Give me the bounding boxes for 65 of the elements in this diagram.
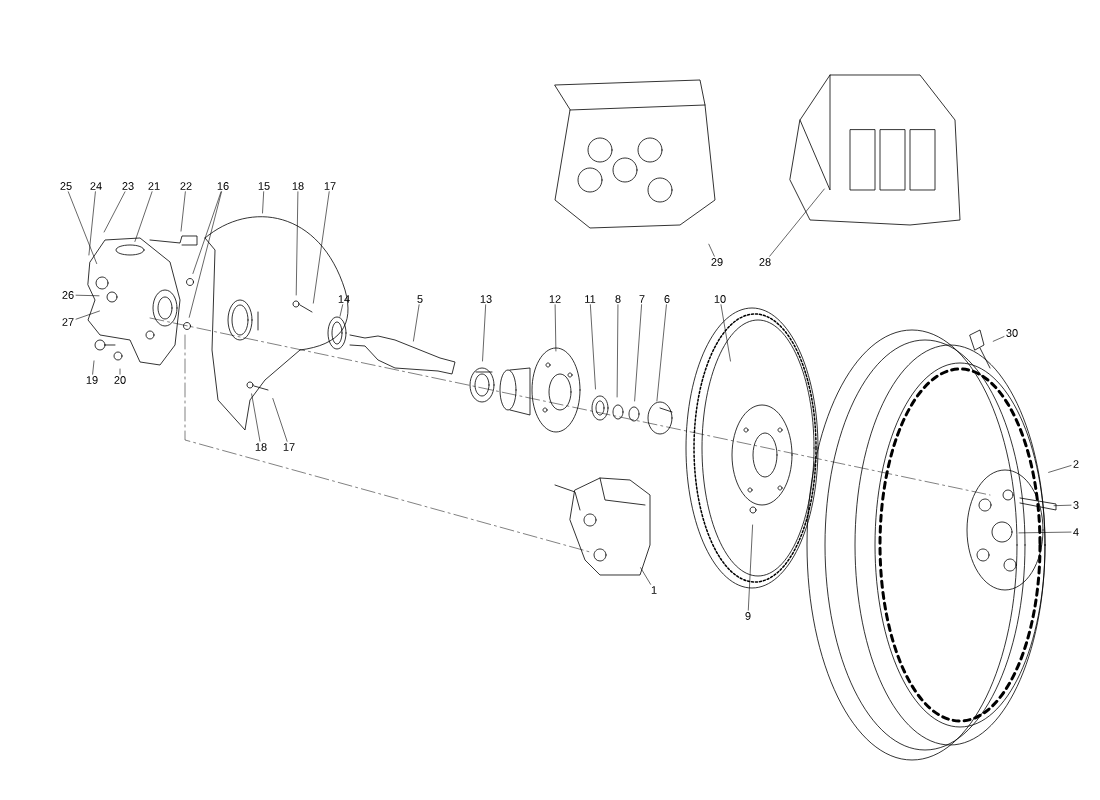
leader-line — [68, 191, 97, 264]
callout-number: 27 — [62, 318, 74, 326]
leader-line — [192, 191, 222, 274]
callout-number: 7 — [639, 295, 645, 303]
callout-number: 18 — [255, 443, 267, 451]
callout-number: 20 — [114, 376, 126, 384]
callout-number: 28 — [759, 258, 771, 266]
leader-line — [75, 310, 100, 320]
leader-line — [339, 304, 343, 317]
leader-line — [720, 304, 731, 362]
callout-number: 16 — [217, 182, 229, 190]
leader-line — [413, 304, 420, 342]
callout-number: 22 — [180, 182, 192, 190]
callout-number: 23 — [122, 182, 134, 190]
callout-number: 15 — [258, 182, 270, 190]
leader-line — [92, 360, 95, 375]
leader-line — [75, 294, 100, 297]
leader-line — [656, 304, 667, 402]
leader-line — [769, 188, 825, 257]
callout-number: 1 — [651, 586, 657, 594]
callout-number: 18 — [292, 182, 304, 190]
callout-number: 10 — [714, 295, 726, 303]
leader-line — [992, 336, 1005, 342]
leader-line — [88, 191, 96, 256]
leader-line — [262, 191, 264, 214]
callout-number: 8 — [615, 295, 621, 303]
leader-line — [295, 191, 299, 296]
callout-number: 14 — [338, 295, 350, 303]
leader-line — [272, 398, 288, 442]
callout-number: 19 — [86, 376, 98, 384]
callout-number: 13 — [480, 295, 492, 303]
leader-line — [180, 191, 186, 232]
callout-number: 12 — [549, 295, 561, 303]
leader-line — [1018, 531, 1072, 534]
callout-number: 24 — [90, 182, 102, 190]
leader-line — [708, 243, 715, 257]
leader-line — [251, 393, 261, 442]
leader-line — [1048, 465, 1072, 473]
callout-number: 30 — [1006, 329, 1018, 337]
callout-number: 21 — [148, 182, 160, 190]
callout-number: 25 — [60, 182, 72, 190]
leader-line — [134, 191, 153, 242]
leader-line — [554, 304, 557, 352]
callout-number: 26 — [62, 291, 74, 299]
leader-line — [188, 191, 222, 318]
callout-number: 6 — [664, 295, 670, 303]
callout-number: 3 — [1073, 501, 1079, 509]
leader-line — [748, 524, 753, 611]
leader-line — [590, 304, 596, 390]
leader-line — [103, 191, 126, 233]
callout-number: 29 — [711, 258, 723, 266]
leader-line — [482, 304, 486, 362]
callout-number: 17 — [283, 443, 295, 451]
callout-number: 4 — [1073, 528, 1079, 536]
leader-line — [616, 304, 619, 398]
leader-line — [119, 368, 121, 375]
callout-number: 2 — [1073, 460, 1079, 468]
callout-number: 5 — [417, 295, 423, 303]
callout-number: 9 — [745, 612, 751, 620]
leader-line — [313, 191, 330, 304]
leader-line — [634, 304, 642, 402]
callout-number: 11 — [585, 295, 596, 303]
leader-line — [640, 567, 651, 585]
callout-number: 17 — [324, 182, 336, 190]
leader-line — [1053, 504, 1072, 506]
